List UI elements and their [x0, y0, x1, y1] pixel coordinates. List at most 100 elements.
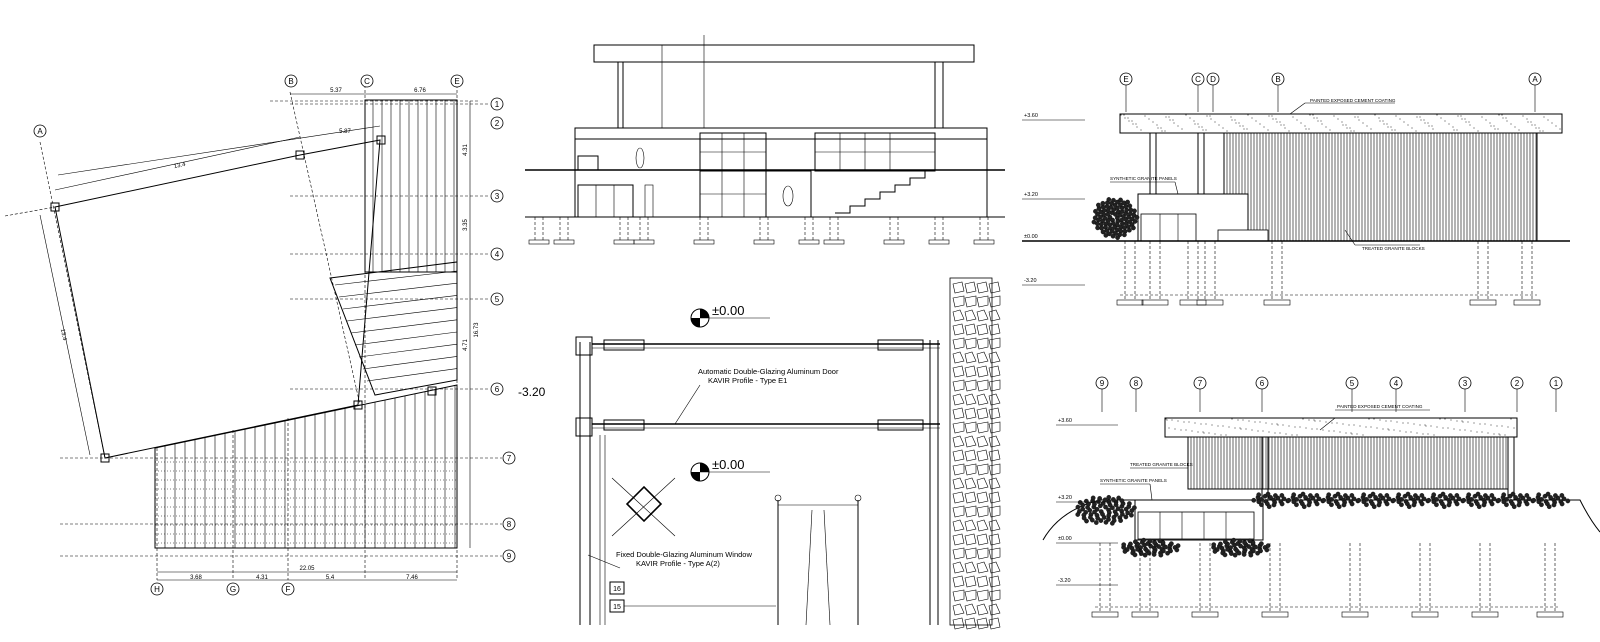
- elev1-grid-d: D: [1210, 75, 1216, 84]
- stipple-dot: [1353, 424, 1355, 426]
- stipple-dot: [1513, 427, 1515, 429]
- stipple-dot: [1430, 425, 1432, 427]
- stipple-dot: [1328, 430, 1330, 432]
- stone-piece: [964, 533, 977, 546]
- grid-label-3: 3: [495, 192, 500, 201]
- stipple-dot: [1211, 424, 1213, 426]
- stipple-dot: [1383, 123, 1385, 125]
- elev1-roof-stipple: [1120, 114, 1561, 132]
- elev1-grid-a: A: [1532, 75, 1538, 84]
- shrub-leaf: [1454, 493, 1460, 498]
- grid-label-5: 5: [495, 295, 500, 304]
- shrub-leaf: [1370, 491, 1376, 497]
- section-footing: [753, 239, 775, 245]
- stone-piece: [952, 351, 965, 364]
- shrub-leaf: [1476, 504, 1482, 510]
- stone-piece: [952, 435, 965, 448]
- stipple-dot: [1135, 123, 1137, 125]
- stipple-dot: [1490, 424, 1492, 426]
- stipple-dot: [1453, 129, 1455, 131]
- shrub-leaf: [1440, 491, 1446, 497]
- shrub-leaf: [1075, 504, 1081, 510]
- shrub-leaf: [1084, 518, 1089, 524]
- floor-plan: A B C E H G F 1 2 3 4 5 6 7 8 9 5.37 6.7…: [4, 74, 546, 596]
- stipple-dot: [1394, 129, 1396, 131]
- footing: [1411, 611, 1439, 618]
- shrub-leaf: [1548, 495, 1553, 500]
- stone-piece: [952, 421, 965, 434]
- elev2-roof-stipple: [1165, 418, 1515, 436]
- dim-skew-1: 5.87: [339, 129, 351, 135]
- grid-bubble-e: [450, 74, 464, 88]
- stipple-dot: [1320, 120, 1322, 122]
- stipple-dot: [1506, 120, 1508, 122]
- section-footing: [928, 239, 950, 245]
- stone-piece: [988, 309, 1001, 322]
- stone-piece: [964, 617, 977, 630]
- stipple-dot: [1405, 431, 1407, 433]
- shrub-leaf: [1391, 497, 1397, 503]
- stipple-dot: [1242, 125, 1244, 127]
- stipple-dot: [1464, 429, 1466, 431]
- stipple-dot: [1282, 424, 1284, 426]
- stipple-dot: [1436, 426, 1438, 428]
- section-footing: [693, 239, 715, 245]
- stipple-dot: [1501, 425, 1503, 427]
- elev2-note-blocks: TREATED GRANITE BLOCKS: [1130, 462, 1193, 467]
- elev1-shrub: [1091, 197, 1140, 240]
- stone-piece: [964, 379, 977, 392]
- elev1-note-blocks: TREATED GRANITE BLOCKS: [1362, 246, 1425, 251]
- stipple-dot: [1240, 428, 1242, 430]
- stone-piece: [952, 365, 965, 378]
- stone-piece: [952, 561, 965, 574]
- shrub-leaf: [1100, 200, 1106, 206]
- dim-top-2: 6.76: [414, 88, 426, 94]
- shrub-leaf: [1141, 537, 1147, 543]
- elev1-note-panels: SYNTHETIC GRANITE PANELS: [1110, 176, 1177, 181]
- plan-stair-tread: [334, 270, 458, 286]
- plan-stair-tread: [366, 368, 458, 382]
- shrub-leaf: [1524, 501, 1530, 507]
- shrub-leaf: [1356, 497, 1362, 503]
- column-symbol: [625, 485, 663, 523]
- grid-label-1: 1: [495, 100, 500, 109]
- stipple-dot: [1351, 433, 1353, 435]
- grid-bubble-h: [150, 582, 164, 596]
- stipple-dot: [1413, 423, 1415, 425]
- stipple-dot: [1284, 127, 1286, 129]
- shrub-leaf: [1314, 501, 1320, 507]
- stipple-dot: [1494, 128, 1496, 130]
- elev1-level-1: +3.60: [1024, 113, 1038, 119]
- shrub-leaf: [1448, 493, 1453, 498]
- stipple-dot: [1203, 432, 1205, 434]
- shrub-leaf: [1504, 502, 1509, 508]
- shrub-leaf: [1147, 538, 1153, 544]
- stipple-dot: [1490, 125, 1492, 127]
- shrub-leaf: [1157, 538, 1163, 544]
- stipple-dot: [1222, 425, 1224, 427]
- section-bench: [577, 155, 599, 171]
- stipple-dot: [1285, 433, 1287, 435]
- stipple-dot: [1485, 119, 1487, 121]
- stipple-dot: [1407, 124, 1409, 126]
- stipple-dot: [1296, 434, 1298, 436]
- shrub-leaf: [1314, 493, 1320, 498]
- shrub-leaf: [1361, 499, 1367, 505]
- stipple-dot: [1462, 421, 1464, 423]
- stipple-dot: [1168, 427, 1170, 429]
- door-window-detail: ±0.00 ±0.00 Automatic Double-Glazing Alu…: [575, 277, 1001, 630]
- stipple-dot: [1172, 119, 1174, 121]
- dim-right-4: 4.71: [463, 339, 469, 351]
- stipple-dot: [1152, 121, 1154, 123]
- stipple-dot: [1502, 117, 1504, 119]
- stone-piece: [976, 491, 989, 504]
- stipple-dot: [1180, 429, 1182, 431]
- stipple-dot: [1319, 420, 1321, 422]
- stone-piece: [952, 407, 965, 420]
- stipple-dot: [1238, 122, 1240, 124]
- stone-piece: [976, 547, 989, 560]
- stipple-dot: [1481, 116, 1483, 118]
- stipple-dot: [1428, 125, 1430, 127]
- detail-jamb-2: [877, 339, 924, 351]
- elev2-level-1: +3.60: [1058, 418, 1072, 424]
